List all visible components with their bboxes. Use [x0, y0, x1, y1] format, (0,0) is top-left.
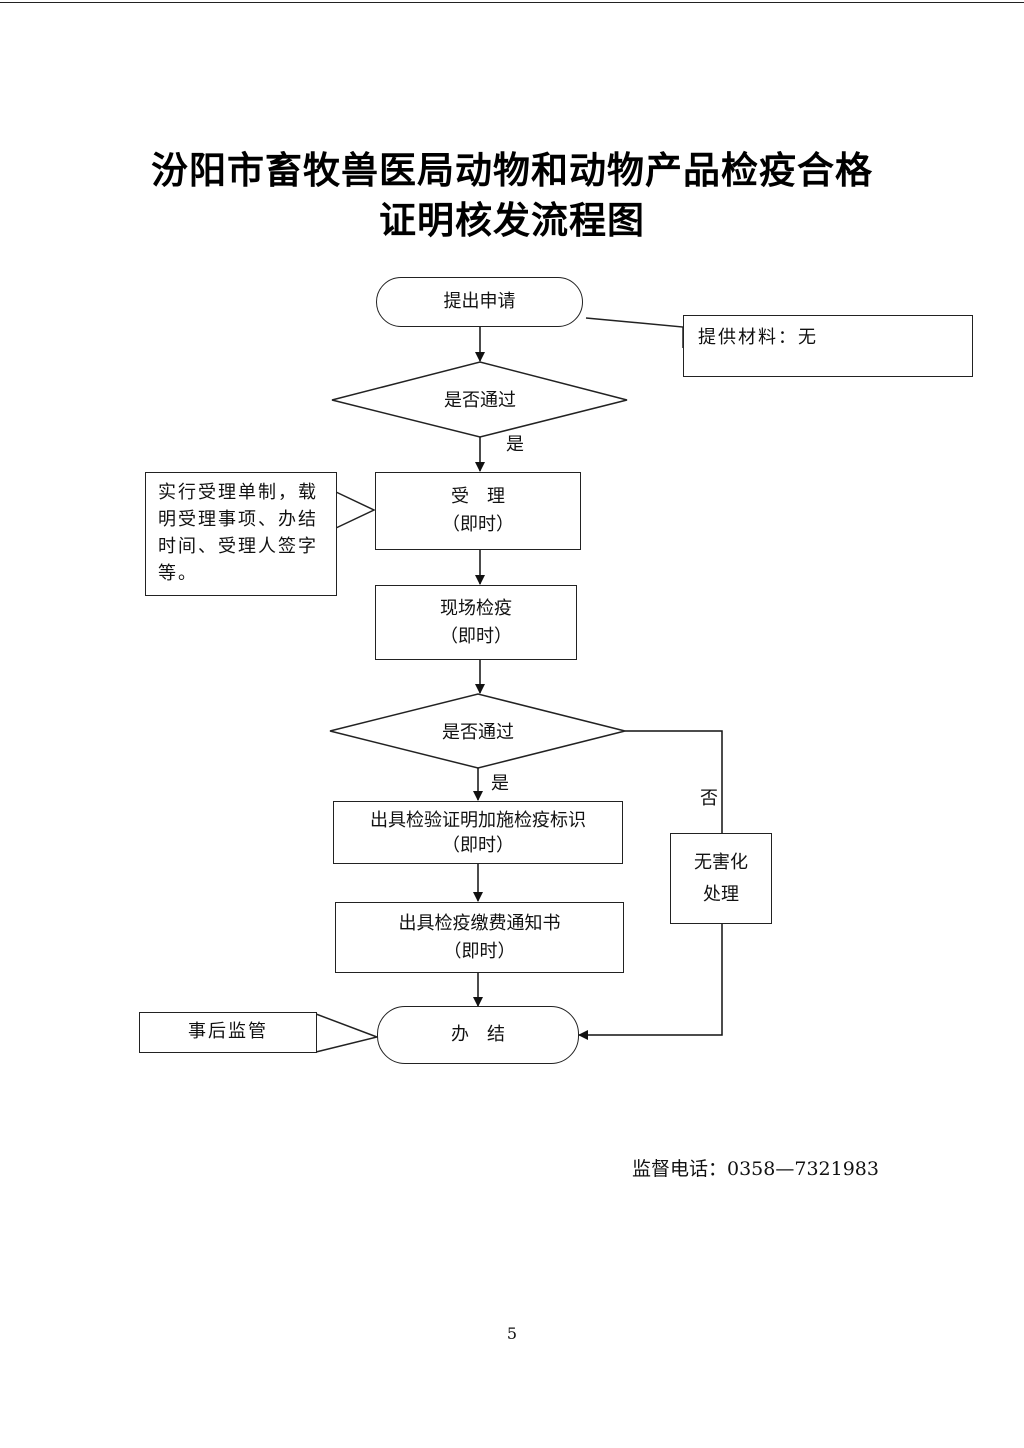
decision2-label: 是否通过 — [442, 722, 514, 743]
start-label: 提出申请 — [443, 291, 516, 312]
fee-notice-node: 出具检疫缴费通知书 （即时） — [335, 902, 624, 973]
harmless-treatment-node: 无害化 处理 — [670, 833, 772, 924]
decision1-label: 是否通过 — [444, 390, 516, 411]
materials-note-text: 提供材料：无 — [698, 327, 818, 348]
accept-node: 受 理 （即时） — [375, 472, 581, 550]
arrow-harmless-to-end — [578, 923, 723, 1040]
accept-note: 实行受理单制，载明受理事项、办结时间、受理人签字等。 — [145, 472, 337, 596]
certificate-node: 出具检验证明加施检疫标识 （即时） — [333, 801, 623, 864]
certificate-timing: （即时） — [442, 834, 514, 856]
accept-label: 受 理 — [451, 486, 505, 507]
decision1-yes-label: 是 — [506, 434, 524, 455]
post-supervision-text: 事后监管 — [188, 1021, 268, 1042]
accept-note-text: 实行受理单制，载明受理事项、办结时间、受理人签字等。 — [158, 482, 318, 584]
no-branch-line — [625, 730, 723, 833]
page-title-line2: 证明核发流程图 — [379, 198, 645, 242]
end-label: 办 结 — [451, 1024, 505, 1045]
accept-timing: （即时） — [442, 514, 514, 535]
materials-note: 提供材料：无 — [683, 315, 973, 377]
inspect-label: 现场检疫 — [440, 597, 512, 619]
decision2-yes-label: 是 — [491, 773, 509, 794]
accept-callout-pointer — [335, 491, 376, 529]
decision1-diamond — [331, 361, 628, 438]
harmless-label-line2: 处理 — [703, 883, 739, 905]
decision2-no-label: 否 — [700, 788, 718, 809]
page-number: 5 — [506, 1324, 518, 1343]
harmless-label-line1: 无害化 — [694, 851, 748, 873]
certificate-label: 出具检验证明加施检疫标识 — [370, 809, 586, 831]
post-supervision-note: 事后监管 — [139, 1012, 317, 1053]
inspect-timing: （即时） — [440, 625, 512, 647]
start-node: 提出申请 — [376, 277, 583, 327]
top-rule — [0, 2, 1024, 3]
end-node: 办 结 — [377, 1006, 579, 1064]
page-title-line1: 汾阳市畜牧兽医局动物和动物产品检疫合格 — [151, 148, 873, 192]
post-callout-pointer — [315, 1013, 380, 1053]
fee-notice-timing: （即时） — [443, 940, 516, 962]
fee-notice-label: 出具检疫缴费通知书 — [398, 912, 561, 934]
supervision-phone: 监督电话：0358—7321983 — [632, 1158, 879, 1180]
materials-callout-pointer — [585, 317, 684, 348]
inspect-node: 现场检疫 （即时） — [375, 585, 577, 660]
